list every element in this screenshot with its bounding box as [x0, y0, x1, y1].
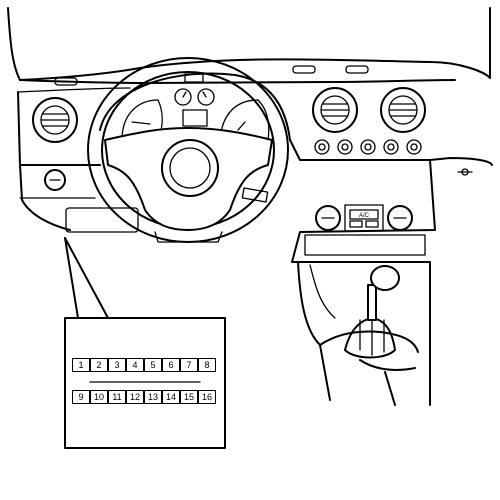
pin-5: 5	[144, 358, 162, 372]
gear-boot-folds	[359, 317, 385, 356]
vent-center-left-outer	[312, 87, 358, 133]
windshield-frame	[7, 7, 491, 81]
climate-button-small-right	[365, 220, 379, 228]
callout-line-left	[64, 237, 79, 319]
door-lock	[461, 168, 469, 176]
pin-13: 13	[144, 390, 162, 404]
fuel-needle	[182, 91, 187, 98]
horn-pad-outer	[161, 139, 219, 197]
gear-knob	[370, 265, 400, 291]
handbrake-area	[359, 359, 416, 371]
pin-2: 2	[90, 358, 108, 372]
pin-12: 12	[126, 390, 144, 404]
pin-16: 16	[198, 390, 216, 404]
climate-knob-right	[387, 205, 413, 231]
dashboard-left-panel	[17, 91, 101, 231]
steering-wheel-hub	[104, 127, 273, 231]
pin-7: 7	[180, 358, 198, 372]
warning-light-panel	[184, 73, 204, 83]
vent-center-right-inner	[388, 95, 418, 125]
pin-10: 10	[90, 390, 108, 404]
pin-3: 3	[108, 358, 126, 372]
dashboard-top-edge	[19, 79, 456, 84]
defrost-vent-center	[292, 65, 316, 74]
pin-1: 1	[72, 358, 90, 372]
connector-inset	[64, 317, 226, 449]
vent-center-left-inner	[320, 95, 350, 125]
vent-center-right-louvers	[389, 103, 417, 117]
defrost-vent-left	[54, 77, 78, 86]
tachometer	[219, 99, 270, 141]
odometer-display	[182, 109, 208, 127]
switch-row	[314, 139, 422, 155]
climate-button-small-left	[349, 220, 363, 228]
pin-14: 14	[162, 390, 180, 404]
pin-8: 8	[198, 358, 216, 372]
pin-11: 11	[108, 390, 126, 404]
gear-boot-base	[319, 330, 419, 353]
pin-6: 6	[162, 358, 180, 372]
horn-pad-inner	[169, 147, 211, 189]
temp-gauge	[197, 88, 215, 106]
instrument-hood	[99, 72, 291, 141]
gear-boot	[344, 317, 396, 359]
vent-left-louvers	[41, 113, 69, 127]
ac-button	[349, 209, 379, 220]
tachometer-needle	[237, 121, 246, 131]
steering-column	[154, 231, 223, 243]
ac-label: A/C	[359, 213, 370, 219]
fuel-gauge	[174, 88, 192, 106]
handbrake-lever	[384, 371, 396, 406]
lower-storage-recess	[65, 207, 139, 233]
pin-4: 4	[126, 358, 144, 372]
console-left-side	[297, 261, 331, 401]
temp-needle	[202, 91, 207, 98]
climate-center-panel	[344, 204, 384, 232]
speedometer-needle	[131, 121, 151, 125]
vent-left-inner	[40, 105, 70, 135]
defrost-vent-right	[345, 65, 369, 74]
vent-center-left-louvers	[321, 103, 349, 117]
dashboard-right-edge	[429, 157, 493, 166]
dashboard-inner-edge	[17, 87, 131, 93]
pin-15: 15	[180, 390, 198, 404]
pin-9: 9	[72, 390, 90, 404]
radio-slot	[304, 234, 426, 256]
light-switch-knob	[44, 169, 66, 191]
wiper-stalk	[241, 187, 269, 203]
climate-knob-left	[315, 205, 341, 231]
vent-left-outer	[32, 97, 78, 143]
callout-line-right	[64, 237, 109, 319]
console-inner-line	[309, 264, 336, 319]
gear-lever	[367, 284, 377, 321]
vent-center-right-outer	[380, 87, 426, 133]
